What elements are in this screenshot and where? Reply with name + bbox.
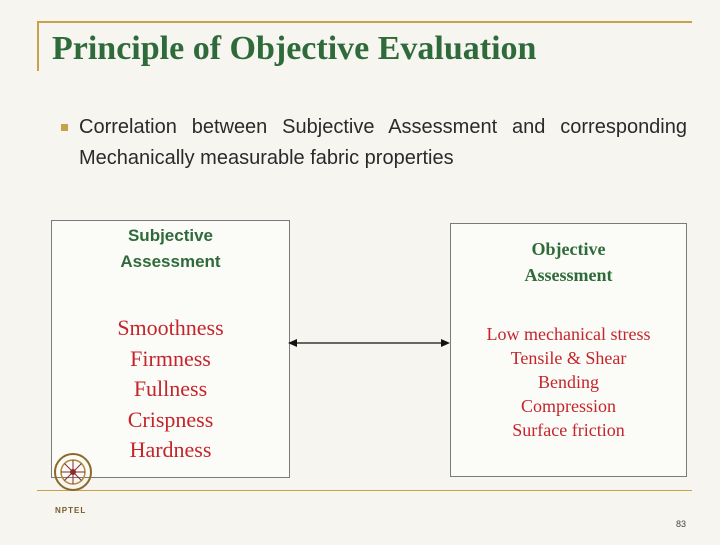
objective-heading-line2: Assessment xyxy=(524,265,613,285)
footer-rule xyxy=(37,490,692,491)
subjective-heading-line1: Subjective xyxy=(127,226,214,245)
slide-title: Principle of Objective Evaluation xyxy=(52,30,537,67)
bullet-square-icon xyxy=(61,124,68,131)
objective-item: Low mechanical stress xyxy=(486,324,651,344)
subjective-items-list: Smoothness Firmness Fullness Crispness H… xyxy=(52,313,289,466)
page-number: 83 xyxy=(676,519,687,529)
objective-item: Tensile & Shear xyxy=(510,348,627,368)
title-rule-left xyxy=(37,21,39,71)
title-rule-top xyxy=(37,21,692,23)
double-arrow-icon xyxy=(288,339,450,347)
subjective-item: Fullness xyxy=(133,376,208,401)
objective-assessment-box: Objective Assessment Low mechanical stre… xyxy=(450,223,687,477)
subjective-item: Hardness xyxy=(129,437,212,462)
nptel-logo-text: NPTEL xyxy=(55,506,87,515)
objective-item: Bending xyxy=(538,372,599,392)
subjective-heading-line2: Assessment xyxy=(120,252,221,271)
objective-heading: Objective Assessment xyxy=(451,236,686,288)
subjective-heading: Subjective Assessment xyxy=(52,223,289,275)
bullet-text: Correlation between Subjective Assessmen… xyxy=(79,116,687,169)
subjective-item: Smoothness xyxy=(117,315,224,340)
subjective-assessment-box: Subjective Assessment Smoothness Firmnes… xyxy=(51,220,290,478)
objective-item: Compression xyxy=(520,396,616,416)
subjective-item: Firmness xyxy=(130,345,211,371)
objective-heading-line1: Objective xyxy=(531,239,606,259)
objective-items-list: Low mechanical stress Tensile & Shear Be… xyxy=(451,322,686,442)
subjective-item: Crispness xyxy=(127,406,214,432)
nptel-logo-icon xyxy=(54,453,92,491)
objective-item: Surface friction xyxy=(512,420,625,440)
